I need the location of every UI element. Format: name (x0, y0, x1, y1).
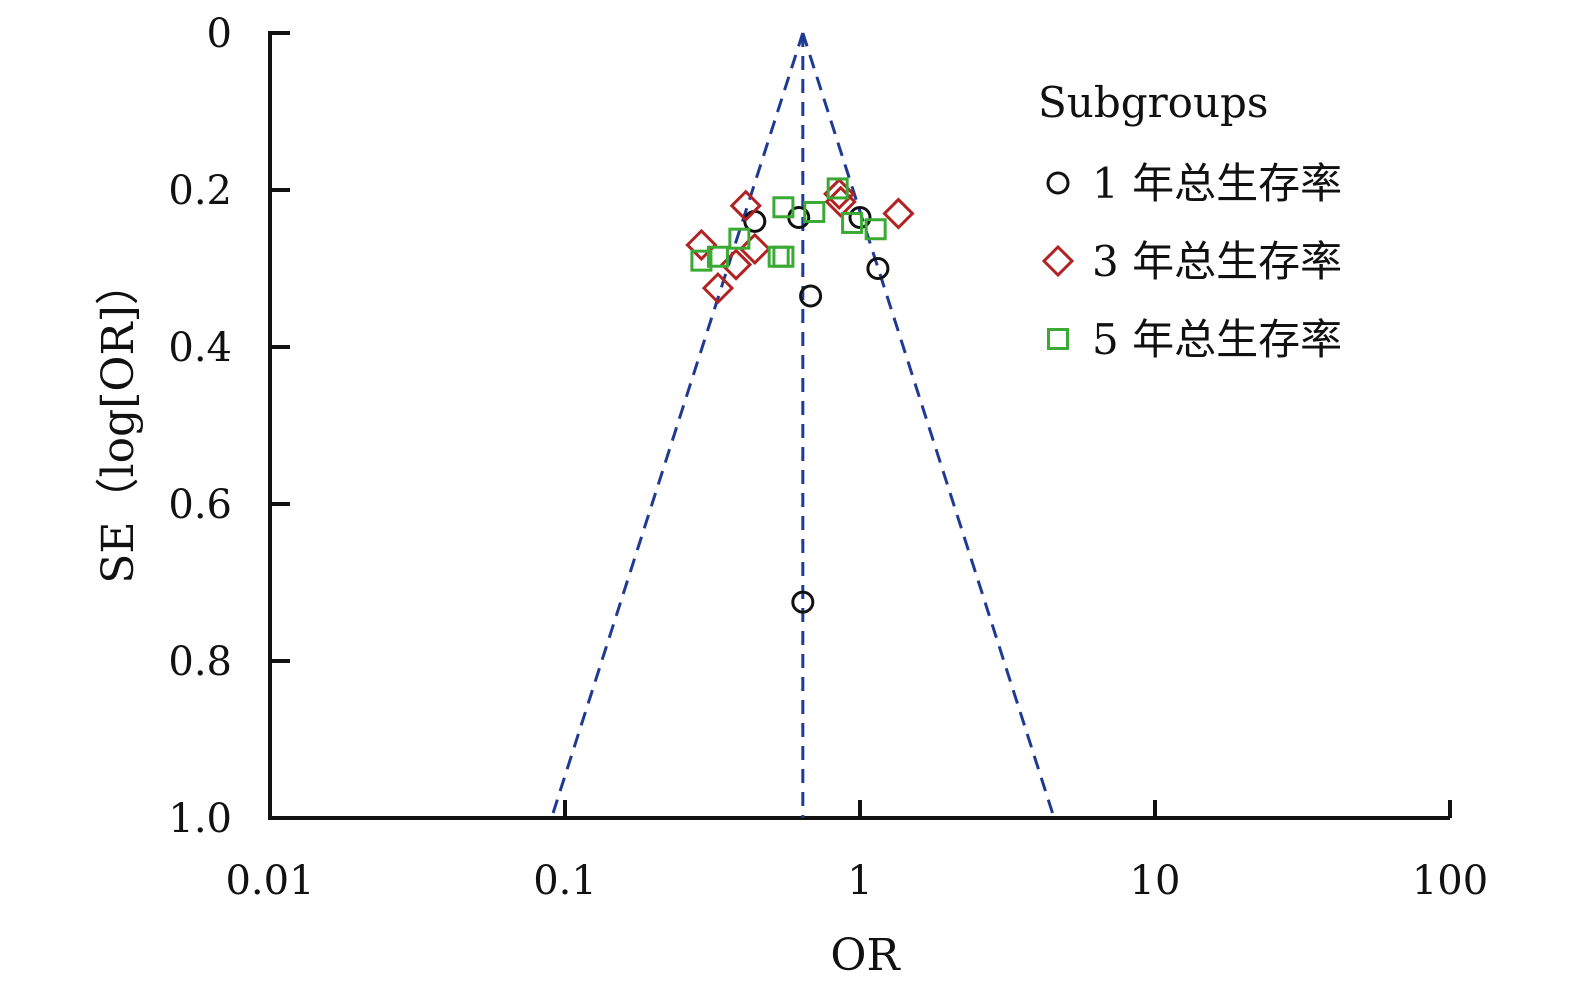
axes-group: 0 0.2 0.4 0.6 0.8 1.0 0.01 0.1 1 10 100 (168, 11, 1488, 904)
x-axis-title: OR (830, 930, 901, 981)
funnel-left-line (550, 32, 805, 819)
y-axis-title: SE（log[OR]） (93, 261, 144, 584)
y-tick-label: 0 (207, 11, 232, 57)
legend-entry: 5 年总生存率 (1092, 315, 1342, 364)
point-square (772, 196, 795, 219)
legend-marker-square (1047, 328, 1069, 350)
data-points (685, 177, 915, 614)
point-circle (791, 590, 815, 614)
point-diamond (882, 197, 915, 230)
x-tick-label: 100 (1412, 858, 1488, 904)
funnel-lines (550, 32, 1056, 819)
point-diamond (738, 232, 771, 265)
legend-title: Subgroups (1038, 78, 1268, 127)
point-square (706, 245, 729, 268)
point-square (826, 177, 849, 200)
point-square (690, 249, 713, 272)
legend-marker-circle (1046, 171, 1070, 195)
legend-marker-diamond (1041, 244, 1075, 278)
y-tick-label: 0.6 (168, 482, 232, 528)
point-diamond (729, 189, 762, 222)
point-square (772, 245, 795, 268)
point-diamond (685, 228, 718, 262)
legend-entry: 3 年总生存率 (1092, 237, 1342, 286)
point-square (767, 245, 790, 268)
x-tick-label: 10 (1130, 858, 1181, 904)
y-tick-label: 0.8 (168, 639, 232, 685)
legend-entry: 1 年总生存率 (1092, 159, 1342, 208)
point-square (728, 227, 751, 250)
point-circle (799, 284, 823, 308)
point-square (841, 211, 864, 234)
funnel-right-line (801, 32, 1056, 819)
x-tick-label: 1 (847, 858, 872, 904)
point-square (864, 218, 887, 241)
point-square (803, 200, 826, 223)
point-circle (866, 257, 890, 280)
point-diamond (701, 272, 735, 305)
y-tick-label: 0.4 (168, 325, 232, 371)
y-tick-label: 1.0 (168, 796, 232, 842)
legend: Subgroups 1 年总生存率 3 年总生存率 5 年总生存率 (1038, 78, 1342, 364)
x-tick-label: 0.1 (533, 858, 597, 904)
x-tick-label: 0.01 (225, 858, 314, 904)
point-circle (848, 205, 872, 229)
y-tick-label: 0.2 (168, 168, 232, 214)
